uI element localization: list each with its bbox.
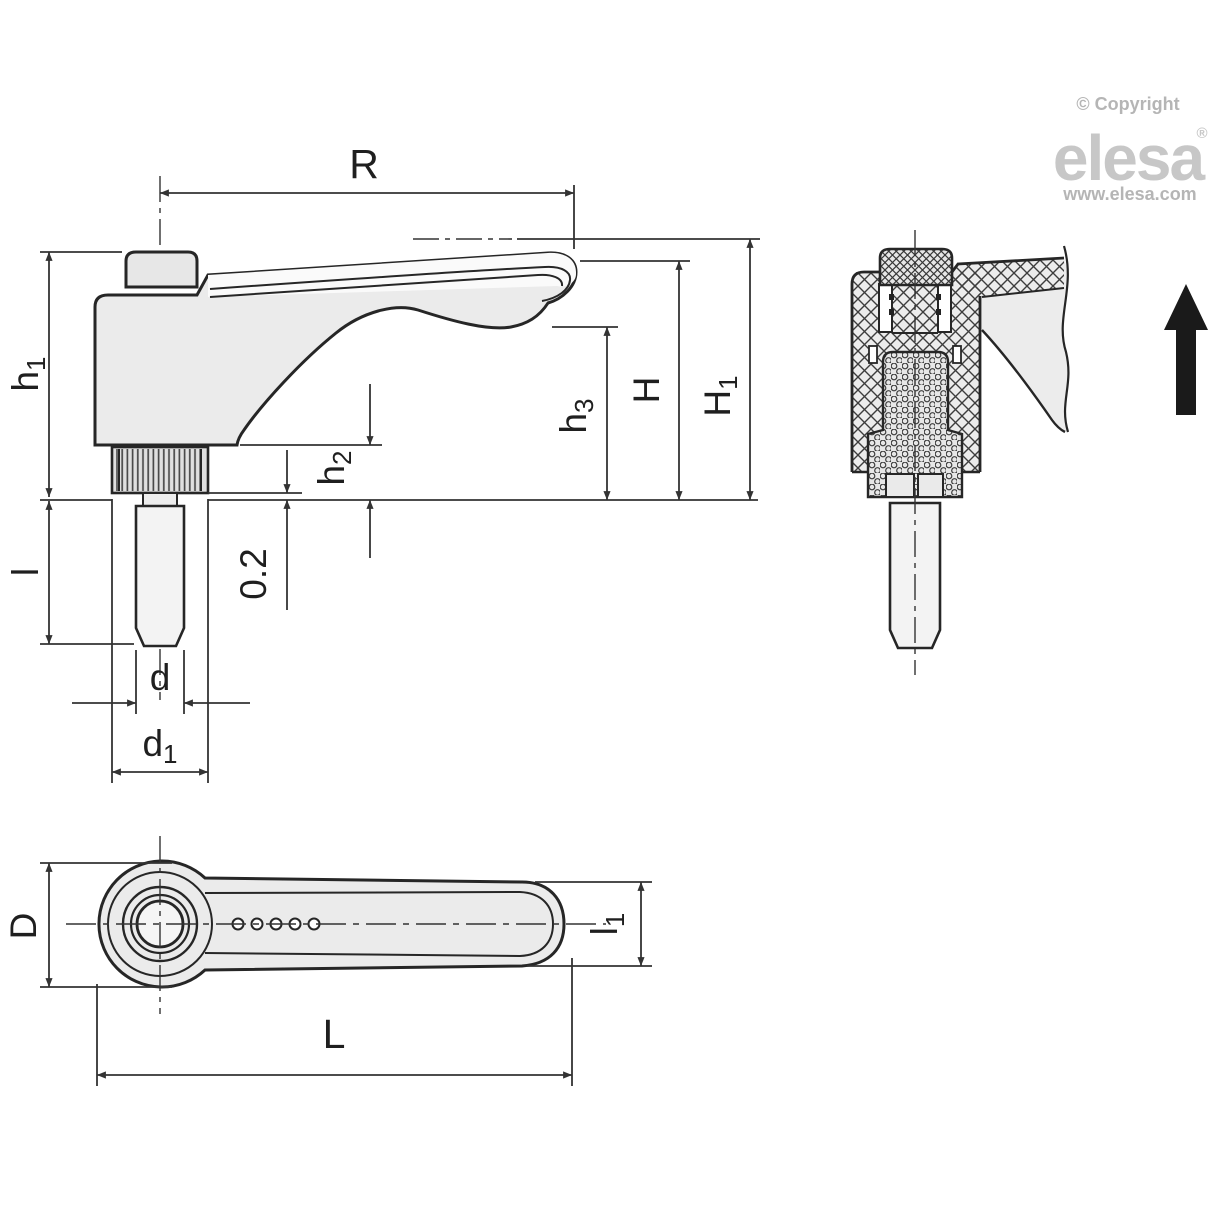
washer-right (917, 473, 944, 498)
section-view (850, 230, 1070, 675)
dim-label-l1: l1 (584, 913, 630, 936)
serration-tooth (936, 309, 941, 315)
dim-label-h1: h1 (5, 356, 51, 391)
top-view: D l1 L (3, 836, 652, 1086)
direction-arrow (1164, 284, 1208, 415)
dim-label-gap: 0.2 (233, 548, 274, 599)
dim-label-D: D (3, 913, 44, 940)
dim-label-H1: H1 (697, 375, 743, 416)
dim-label-H: H (626, 377, 667, 404)
side-view: R h1 l h2 0.2 h3 H H1 d (5, 141, 760, 783)
section-hatch-arm (956, 259, 1064, 297)
serration-slot-left (878, 283, 893, 333)
dim-label-d: d (150, 657, 171, 698)
push-cap (124, 250, 199, 289)
website-text: www.elesa.com (1062, 184, 1196, 204)
knurl-stripes (116, 449, 204, 491)
brand-block: © Copyright elesa ® www.elesa.com (1053, 94, 1208, 204)
elesa-logo: elesa (1053, 122, 1206, 194)
registered-mark: ® (1196, 125, 1207, 142)
lever-top-face (208, 252, 576, 297)
lever-inner-line-2 (209, 273, 564, 298)
dim-label-h2: h2 (311, 450, 357, 485)
dim-label-l: l (5, 568, 46, 576)
threaded-stud (134, 504, 186, 648)
dim-label-h3: h3 (553, 398, 599, 433)
stud-neck (142, 492, 178, 507)
dim-label-d1: d1 (142, 723, 177, 769)
serration-tooth (889, 309, 894, 315)
lever-inner-line-1 (209, 265, 572, 302)
dim-label-L: L (323, 1011, 346, 1057)
copyright-text: © Copyright (1076, 94, 1179, 114)
serration-tooth (889, 294, 894, 300)
serration-tooth (936, 294, 941, 300)
washer-left (885, 473, 915, 498)
dim-label-R: R (349, 141, 379, 187)
up-arrow-icon (1164, 284, 1208, 415)
serration-slot-right (937, 283, 952, 333)
break-line (1061, 245, 1070, 433)
